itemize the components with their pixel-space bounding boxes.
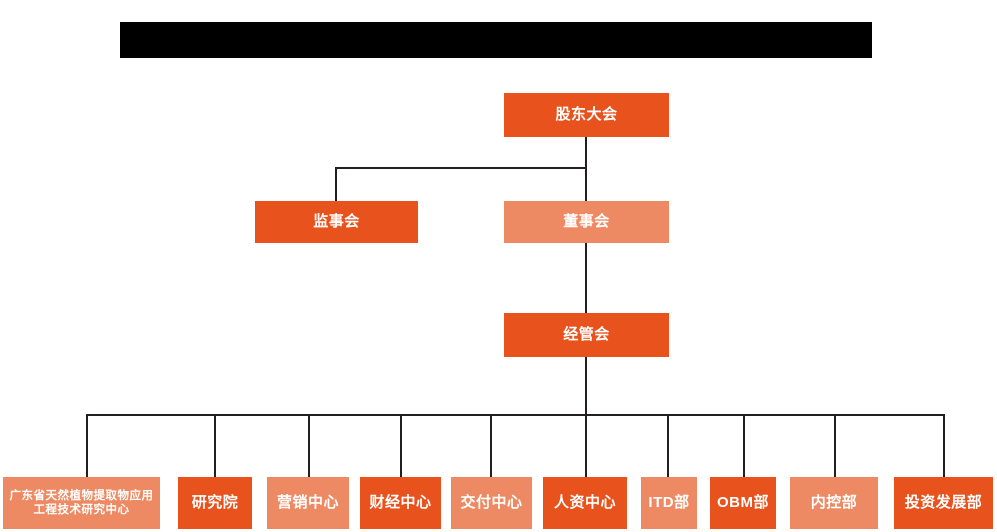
connector-to-finance-center [400, 414, 402, 477]
connector-to-obm-dept [743, 414, 745, 477]
connector-to-internal-control-dept [834, 414, 836, 477]
org-node-engineering-center[interactable]: 广东省天然植物提取物应用工程技术研究中心 [3, 477, 160, 529]
connector-to-directors [585, 167, 587, 202]
org-node-shareholders[interactable]: 股东大会 [504, 93, 669, 137]
connector-to-supervisors [335, 167, 337, 202]
org-node-obm-dept[interactable]: OBM部 [710, 477, 776, 529]
org-node-supervisors[interactable]: 监事会 [255, 201, 418, 243]
org-node-finance-center[interactable]: 财经中心 [360, 477, 441, 529]
org-node-itd-dept[interactable]: ITD部 [641, 477, 697, 529]
org-node-directors[interactable]: 董事会 [504, 201, 669, 243]
connector-to-marketing-center [308, 414, 310, 477]
connector-to-investment-development-dept [943, 414, 945, 477]
connector-to-engineering-center [86, 414, 88, 477]
org-node-marketing-center[interactable]: 营销中心 [267, 477, 349, 529]
org-node-investment-development-dept[interactable]: 投资发展部 [894, 477, 993, 529]
connector-level2-bus [335, 167, 587, 169]
connector-to-delivery-center [490, 414, 492, 477]
org-node-management[interactable]: 经管会 [504, 313, 669, 357]
org-node-hr-center[interactable]: 人资中心 [543, 477, 627, 529]
connector-directors-to-management [585, 243, 587, 313]
connector-to-research-institute [214, 414, 216, 477]
org-node-internal-control-dept[interactable]: 内控部 [790, 477, 878, 529]
connector-to-itd-dept [667, 414, 669, 477]
org-node-delivery-center[interactable]: 交付中心 [451, 477, 532, 529]
connector-to-hr-center [585, 414, 587, 477]
connector-management-stem [585, 357, 587, 416]
connector-shareholders-stem [585, 137, 587, 168]
org-node-research-institute[interactable]: 研究院 [178, 477, 252, 529]
connector-departments-bus [86, 414, 943, 416]
redacted-title-bar [120, 22, 872, 58]
